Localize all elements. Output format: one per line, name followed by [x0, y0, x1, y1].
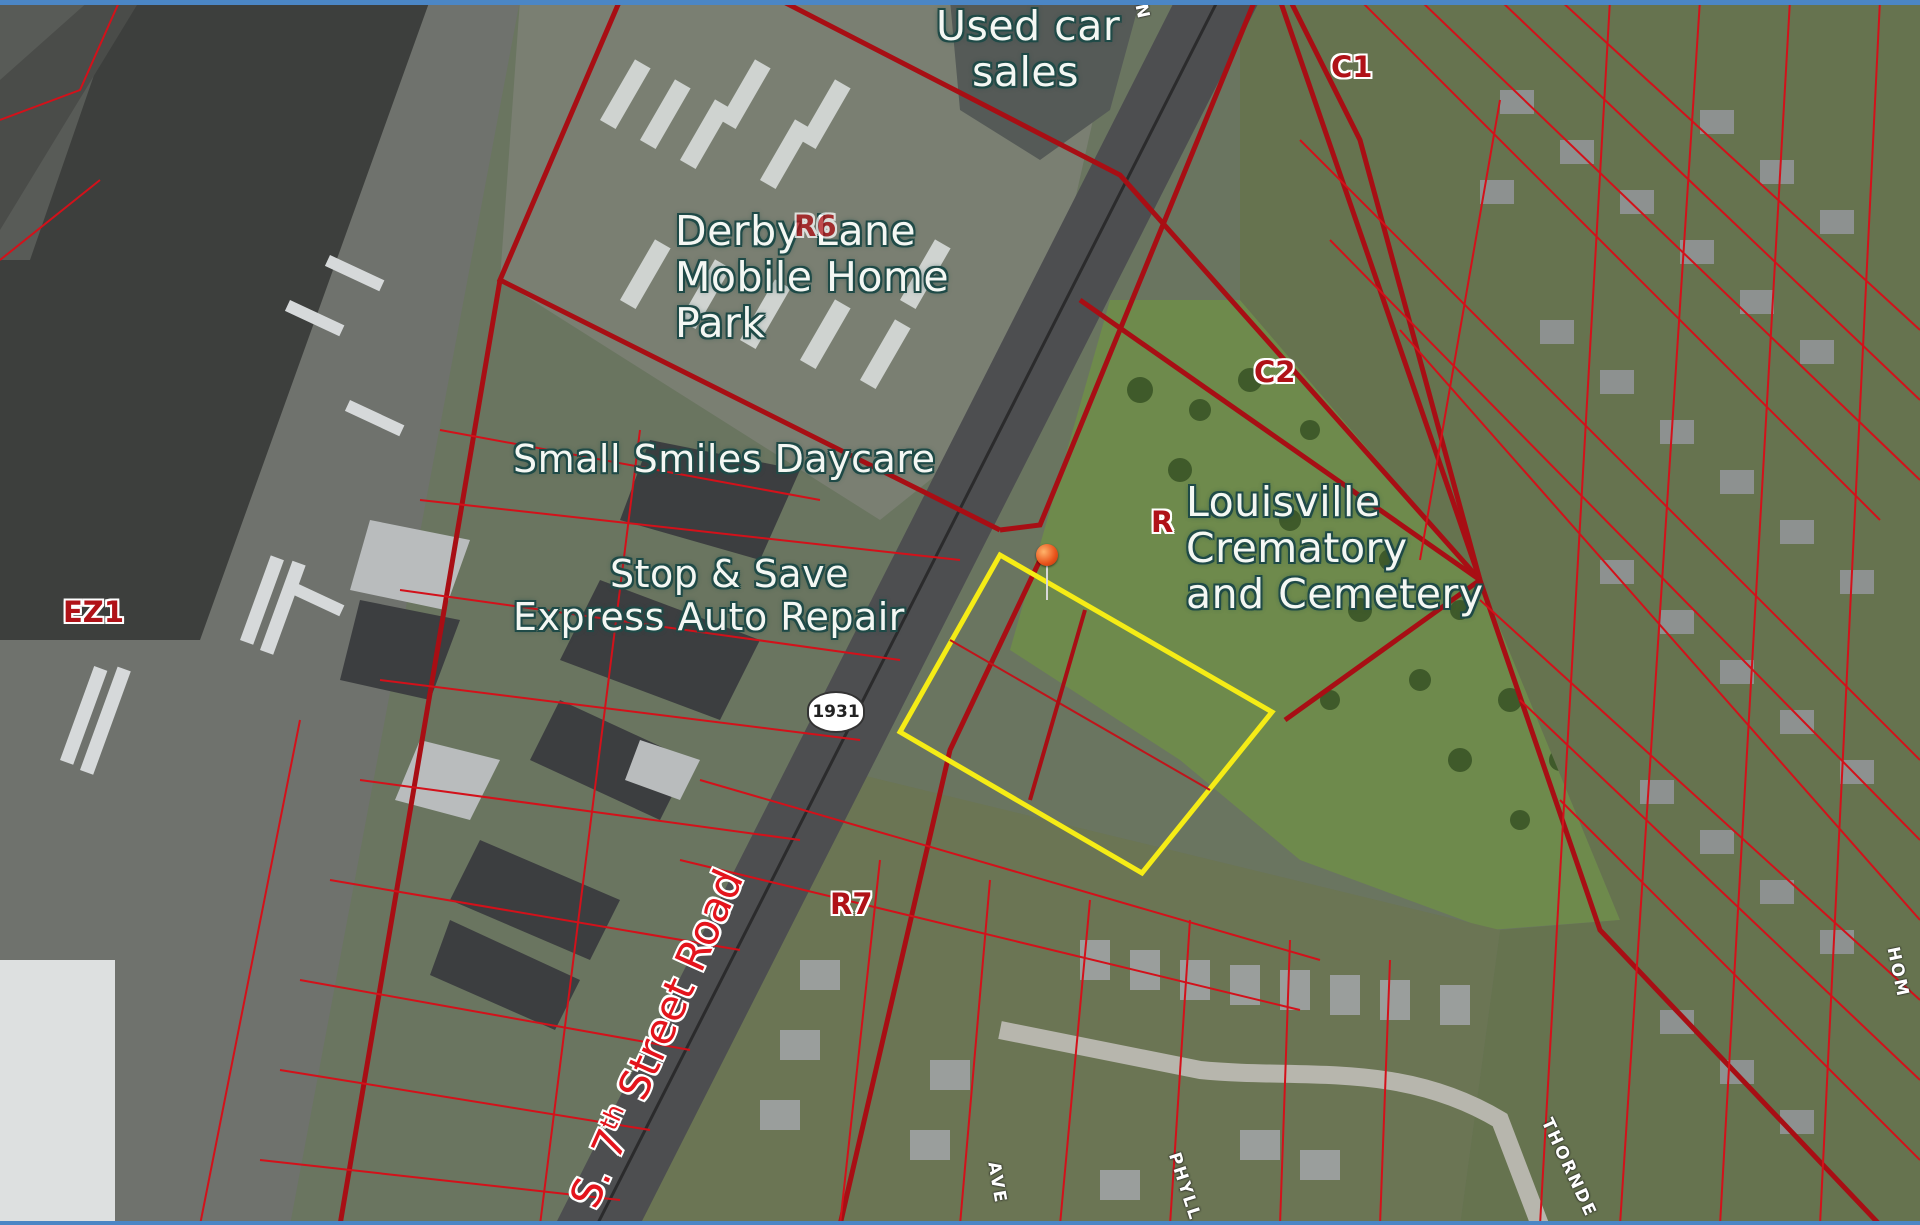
zone-label-c2: C2 — [1254, 355, 1296, 389]
zone-label-r6: R6 — [794, 209, 837, 243]
zone-label-ez1: EZ1 — [63, 595, 125, 629]
label-stop-and-save: Stop & Save Express Auto Repair — [513, 553, 905, 638]
site-inner-zone-line — [1028, 609, 1087, 801]
label-derby-lane-line2: Mobile Home — [675, 252, 950, 301]
zone-boundaries — [337, 0, 1882, 1225]
subject-site-outline — [896, 551, 1276, 877]
site-inner-parcel-line — [949, 639, 1211, 791]
label-cemetery-line2: Crematory — [1186, 523, 1408, 572]
label-derby-lane-line3: Park — [675, 298, 766, 347]
truck-trailers — [59, 255, 405, 775]
cemetery-grounds — [1010, 300, 1620, 930]
frame-top-border — [0, 0, 1920, 5]
label-derby-lane: Derby Lane Mobile Home Park — [675, 207, 950, 347]
label-stop-and-save-line1: Stop & Save — [610, 552, 849, 596]
zone-label-r7: R7 — [830, 887, 873, 921]
label-used-car-sales: Used car sales — [936, 2, 1121, 96]
mobile-homes — [600, 59, 951, 390]
label-derby-lane-line1: Derby Lane — [675, 207, 917, 255]
local-street-curve — [998, 1021, 1549, 1225]
cemetery-trees — [1127, 368, 1571, 830]
frame-bottom-border — [0, 1221, 1920, 1225]
label-small-smiles-daycare: Small Smiles Daycare — [513, 437, 936, 481]
white-roof-building — [0, 960, 115, 1225]
label-cemetery-line3: and Cemetery — [1186, 569, 1484, 618]
used-car-lot — [950, 0, 1140, 160]
warehouse-roof — [0, 0, 430, 640]
zone-label-r-cemetery: R — [1151, 505, 1174, 539]
label-used-car-sales-line2: sales — [972, 47, 1079, 96]
commercial-buildings — [340, 440, 800, 1030]
label-cemetery-line1: Louisville — [1186, 478, 1381, 526]
site-marker-pin[interactable] — [1036, 544, 1058, 566]
route-shield-1931: 1931 — [807, 691, 865, 733]
railway — [0, 0, 140, 230]
zone-label-c1: C1 — [1331, 50, 1373, 84]
road-centerline — [595, 0, 1220, 1225]
houses-south — [760, 940, 1470, 1200]
label-used-car-sales-line1: Used car — [936, 2, 1121, 50]
label-louisville-cemetery: Louisville Crematory and Cemetery — [1186, 478, 1484, 618]
label-stop-and-save-line2: Express Auto Repair — [513, 594, 905, 639]
site-marker-stem — [1046, 564, 1048, 600]
houses-east — [1480, 90, 1874, 1134]
